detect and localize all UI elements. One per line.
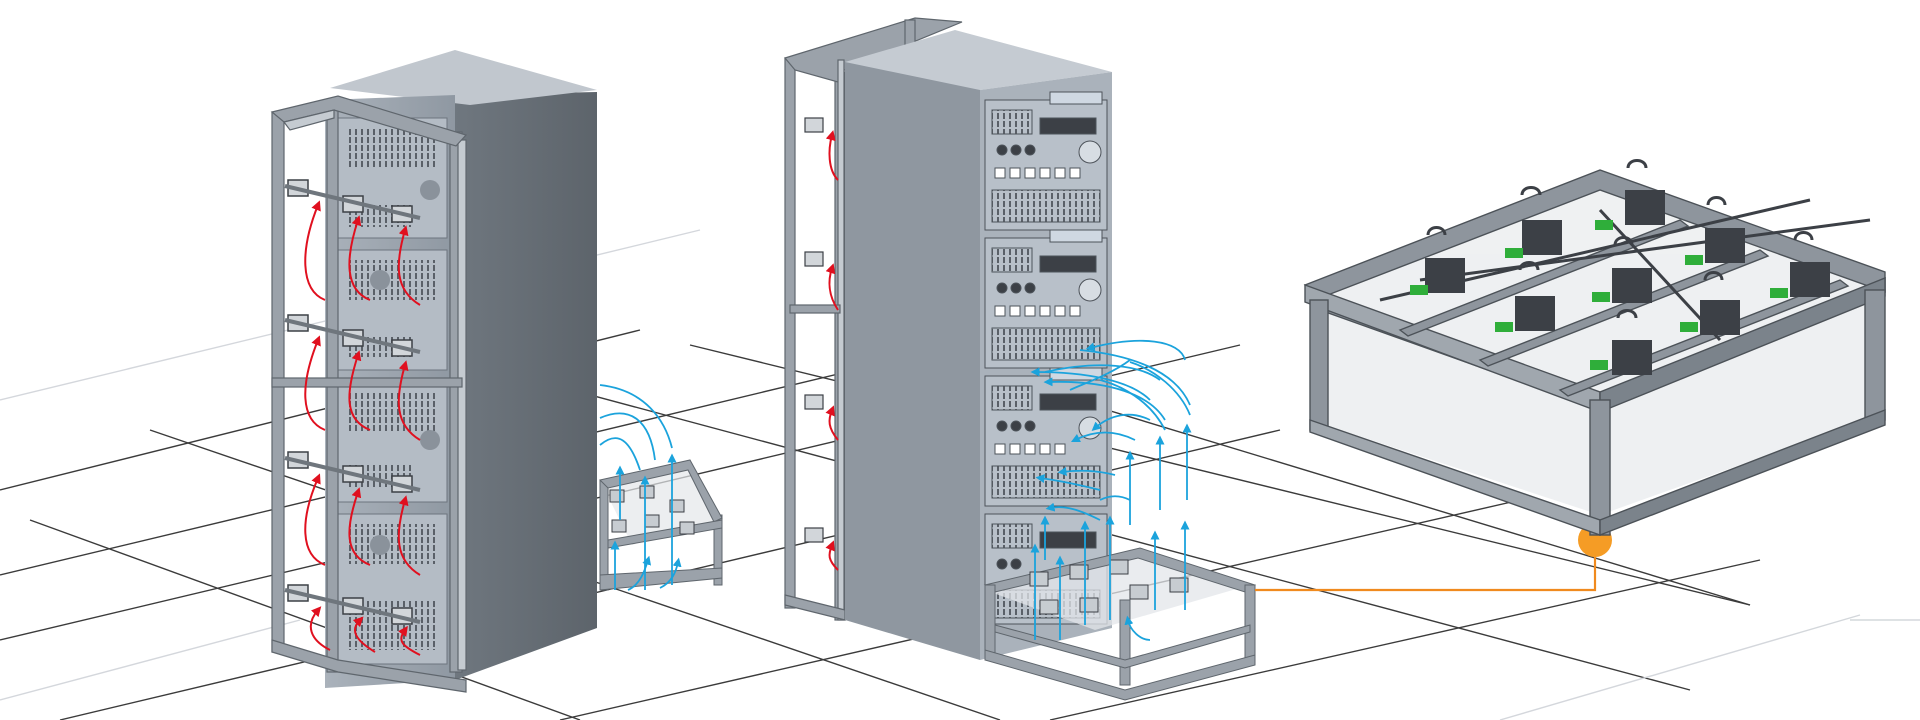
base-frame-detail [1303, 159, 1886, 537]
fan-module-icon [1505, 186, 1562, 258]
rack-with-floor-unit [783, 17, 1257, 701]
fan-module-icon [1685, 196, 1745, 265]
hot-airflow-arrows [304, 200, 421, 656]
fan-module-icon [1410, 226, 1465, 295]
fan-module-icon [1592, 236, 1652, 303]
cabinet-side-panel [455, 92, 597, 680]
fan-module-icon [1680, 271, 1740, 335]
fan-modules [1410, 159, 1830, 375]
floor-unit-small [599, 459, 723, 591]
fan-module-icon [1595, 159, 1665, 230]
cool-airflow-rack2 [1030, 339, 1192, 641]
side-hot-arrows [825, 130, 839, 571]
floor-unit-rack2 [983, 547, 1257, 701]
rack-units [984, 91, 1108, 625]
cool-airflow-small-unit [599, 384, 682, 591]
fan-module-icon [1495, 261, 1555, 332]
cabinet2-side-panel [845, 62, 980, 660]
cabinet-top [330, 50, 597, 105]
rack-with-rear-frame [270, 50, 723, 693]
cabinet2-top [845, 30, 1112, 90]
side-frame [783, 17, 963, 621]
rear-frame [270, 95, 468, 693]
side-sensors [804, 117, 824, 543]
fan-module-icon [1770, 231, 1830, 298]
callout-connector [1255, 523, 1612, 592]
fan-modules-rack1 [284, 179, 421, 625]
fan-module-icon [1590, 309, 1652, 375]
